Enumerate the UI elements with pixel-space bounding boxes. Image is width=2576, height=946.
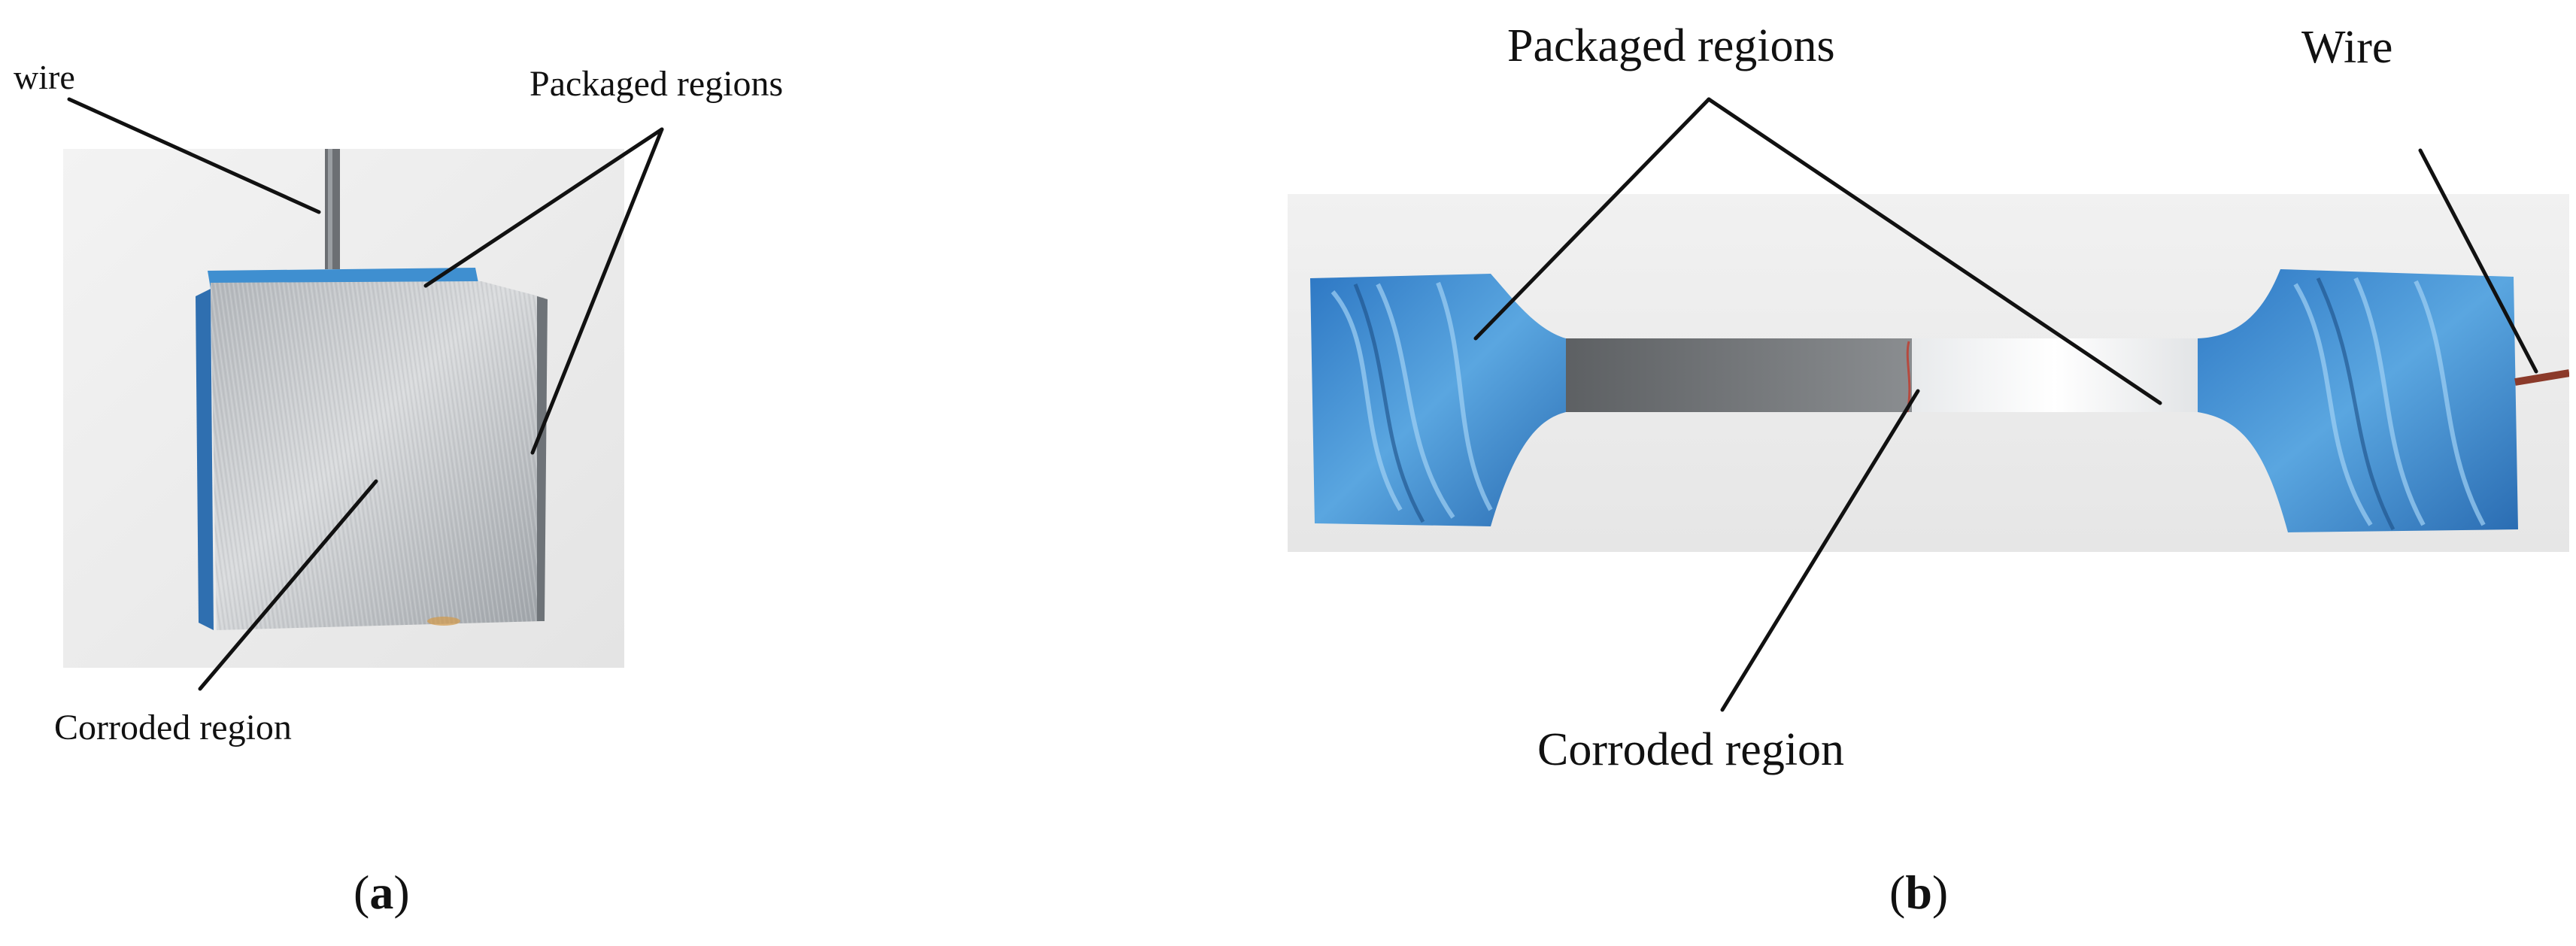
caption-a-letter: a <box>369 866 394 919</box>
caption-b: (b) <box>1889 866 1949 919</box>
label-wire-b: Wire <box>2301 22 2393 73</box>
gauge-light <box>1912 338 2198 412</box>
label-corroded-region-b: Corroded region <box>1537 724 1845 775</box>
panel-b-photo <box>1288 194 2569 552</box>
caption-b-letter: b <box>1905 866 1932 919</box>
label-packaged-regions-a: Packaged regions <box>529 64 784 104</box>
label-wire-a: wire <box>14 58 75 96</box>
label-packaged-regions-b: Packaged regions <box>1507 20 1835 71</box>
panel-a-photo <box>63 149 624 668</box>
gauge-dark <box>1566 338 1912 412</box>
label-corroded-region-a: Corroded region <box>54 708 292 747</box>
caption-a: (a) <box>353 866 410 919</box>
tape-left-edge <box>196 289 214 630</box>
